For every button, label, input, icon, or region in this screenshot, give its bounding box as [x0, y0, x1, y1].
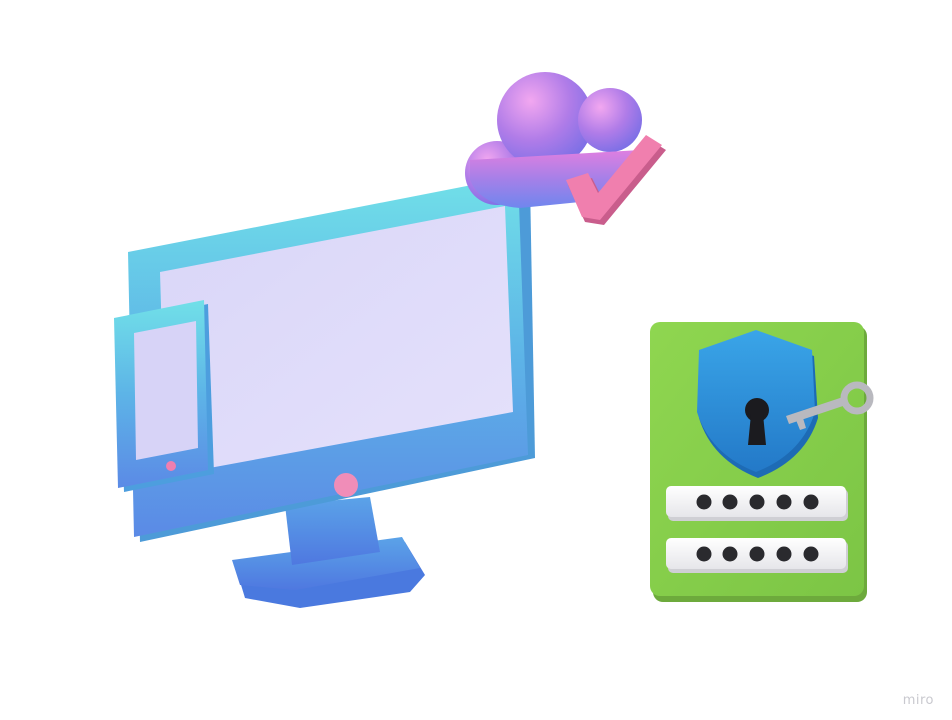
masked-char-dot [749, 494, 765, 510]
password-field [666, 538, 848, 573]
password-card-icon [650, 322, 874, 602]
monitor-screen [160, 206, 513, 476]
masked-char-dot [722, 494, 738, 510]
smartphone-icon [114, 300, 214, 492]
miro-watermark: miro [902, 693, 934, 708]
masked-char-dot [803, 546, 819, 562]
checkmark-icon [566, 135, 666, 225]
masked-char-dot [776, 546, 792, 562]
desktop-monitor-icon [128, 176, 535, 608]
phone-button-icon [166, 461, 176, 471]
masked-char-dot [776, 494, 792, 510]
key-icon [786, 381, 874, 430]
cloud-icon [465, 72, 642, 208]
masked-char-dot [696, 546, 712, 562]
power-button-icon [334, 473, 358, 497]
monitor-stand-neck [285, 497, 380, 565]
phone-screen [134, 321, 198, 460]
masked-char-dot [749, 546, 765, 562]
password-field [666, 486, 848, 521]
masked-char-dot [722, 546, 738, 562]
keyhole-icon [745, 398, 769, 445]
masked-char-dot [696, 494, 712, 510]
masked-char-dot [803, 494, 819, 510]
